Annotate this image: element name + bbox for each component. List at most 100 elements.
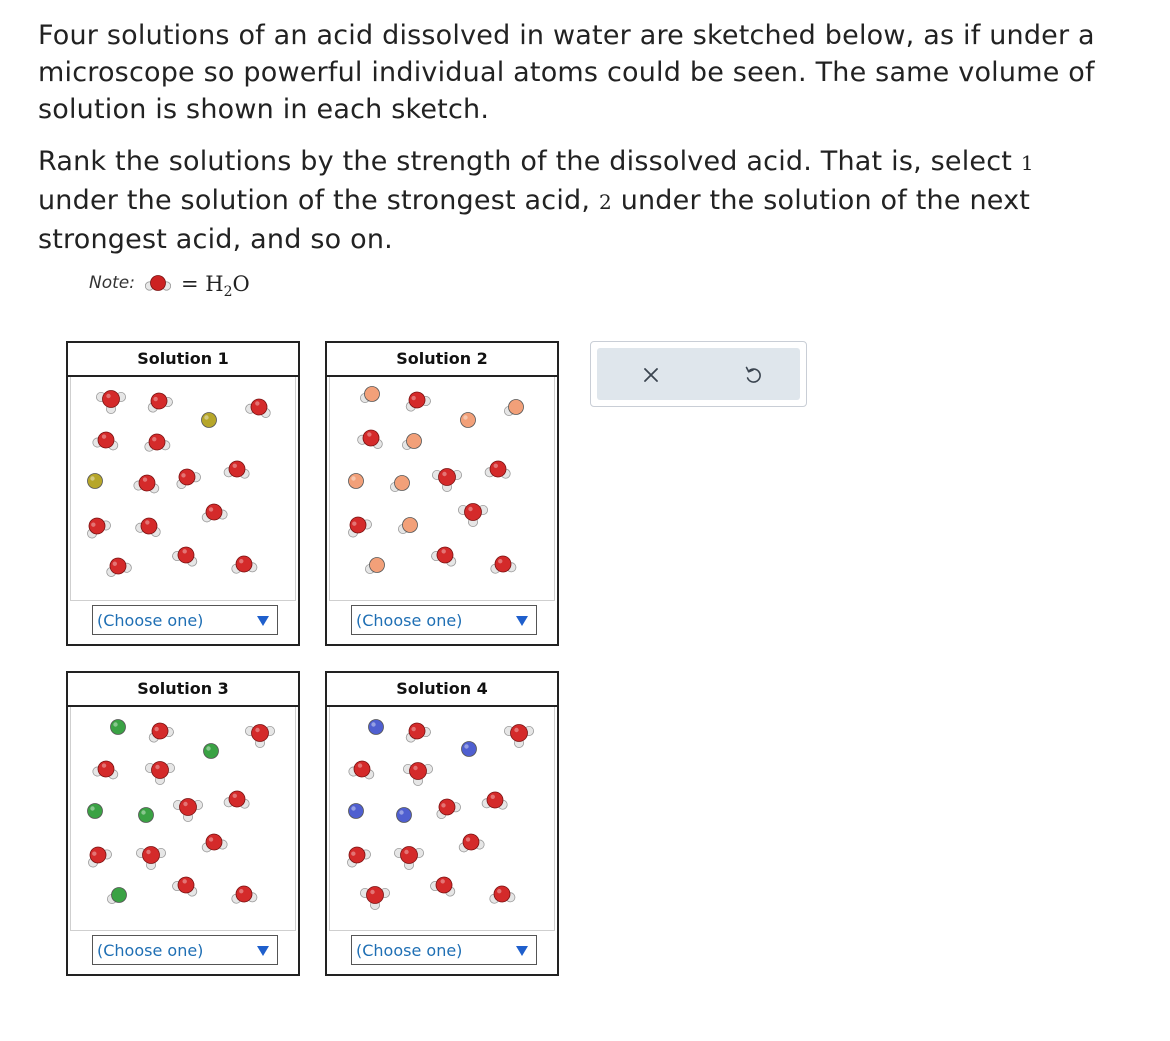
rank-text-part-c: under the solution of the next strongest… (38, 185, 1031, 255)
water-molecule (201, 503, 228, 523)
dropdown-arrow-icon (516, 616, 528, 626)
molecule-canvas (87, 719, 275, 904)
water-molecule (147, 392, 173, 413)
water-formula: = H2O (181, 272, 250, 300)
water-molecule (245, 398, 271, 418)
water-molecule (431, 546, 457, 567)
water-molecule (172, 876, 198, 897)
anion-atom (461, 741, 477, 757)
select-value: (Choose one) (356, 611, 463, 630)
panel-title: Solution 2 (327, 343, 557, 377)
anion-atom (201, 412, 217, 428)
hydronium-ion (172, 798, 203, 822)
water-molecule (148, 722, 174, 743)
water-molecule (87, 517, 111, 539)
formula-subscript: 2 (223, 284, 233, 301)
rank-number-2: 2 (598, 190, 612, 214)
tools-bar (597, 348, 800, 400)
rank-text-part-b: under the solution of the strongest acid… (38, 185, 591, 216)
rank-text-part-a: Rank the solutions by the strength of th… (38, 146, 1013, 177)
molecule-view (329, 707, 555, 931)
rank-select-1[interactable]: (Choose one) (92, 605, 278, 635)
water-molecule (436, 798, 461, 820)
water-molecule (231, 555, 258, 574)
hydronium-ion (457, 503, 488, 527)
water-molecule (201, 833, 228, 853)
rank-instructions: Rank the solutions by the strength of th… (38, 143, 1118, 258)
answer-tools (590, 341, 807, 407)
water-molecule (92, 431, 119, 451)
rank-select-4[interactable]: (Choose one) (351, 935, 537, 965)
hydronium-ion (431, 468, 462, 492)
formula-suffix: O (232, 272, 250, 296)
water-molecule (231, 885, 258, 904)
water-molecule (176, 468, 201, 490)
anion-atom (460, 412, 476, 428)
molecule-view (329, 377, 555, 601)
note-label: Note: (89, 273, 135, 293)
solution-1-panel: Solution 1 (Choose one) (66, 341, 300, 646)
rank-select-2[interactable]: (Choose one) (351, 605, 537, 635)
formula-prefix: = H (181, 272, 224, 296)
molecule-canvas (348, 386, 524, 574)
water-molecule (106, 557, 132, 577)
panel-title: Solution 4 (327, 673, 557, 707)
water-molecule (490, 555, 517, 574)
hydronium-ion (402, 762, 433, 786)
anion-atom (368, 719, 384, 735)
water-molecule (458, 833, 485, 853)
rank-select-3[interactable]: (Choose one) (92, 935, 278, 965)
water-molecule (144, 433, 171, 452)
hydronium-ion (135, 846, 166, 870)
anion-atom (348, 803, 364, 819)
anion-atom (396, 807, 412, 823)
intro-text: Four solutions of an acid dissolved in w… (38, 20, 1095, 125)
acid-molecule (364, 557, 385, 574)
water-molecule (489, 885, 516, 904)
acid-molecule (401, 433, 422, 450)
undo-icon (745, 366, 761, 383)
hydronium-ion (503, 724, 534, 748)
water-molecule (405, 391, 431, 412)
solution-4-panel: Solution 4 (Choose one) (325, 671, 559, 976)
water-molecule (348, 516, 372, 538)
rank-number-1: 1 (1020, 151, 1034, 175)
water-molecule-icon (145, 275, 171, 291)
molecule-view (70, 707, 296, 931)
anion-atom (138, 807, 154, 823)
water-molecule (133, 474, 160, 494)
water-molecule (481, 791, 508, 810)
molecule-canvas (347, 719, 534, 910)
acid-molecule (397, 517, 418, 534)
acid-molecule (389, 475, 410, 492)
water-molecule (405, 722, 431, 743)
anion-atom (203, 743, 219, 759)
molecule-canvas (87, 390, 271, 577)
undo-button[interactable] (738, 362, 768, 388)
water-molecule (348, 760, 375, 780)
water-molecule (430, 876, 456, 897)
water-molecule (223, 790, 250, 809)
water-molecule (347, 846, 371, 868)
water-molecule (357, 429, 383, 449)
select-value: (Choose one) (356, 941, 463, 960)
hydronium-ion (144, 761, 175, 785)
solution-2-panel: Solution 2 (Choose one) (325, 341, 559, 646)
hydronium-ion (95, 390, 126, 414)
acid-molecule (106, 887, 127, 904)
water-molecule (92, 760, 119, 780)
clear-button[interactable] (636, 362, 666, 388)
solution-3-panel: Solution 3 (Choose one) (66, 671, 300, 976)
water-molecule (223, 460, 250, 479)
select-value: (Choose one) (97, 941, 204, 960)
panel-title: Solution 1 (68, 343, 298, 377)
hydronium-ion (393, 846, 424, 870)
anion-atom (87, 803, 103, 819)
hydronium-ion (359, 886, 390, 910)
water-molecule (88, 846, 112, 868)
close-icon (644, 368, 658, 382)
water-molecule (484, 460, 511, 479)
water-molecule (135, 517, 161, 537)
molecule-view (70, 377, 296, 601)
anion-atom (110, 719, 126, 735)
